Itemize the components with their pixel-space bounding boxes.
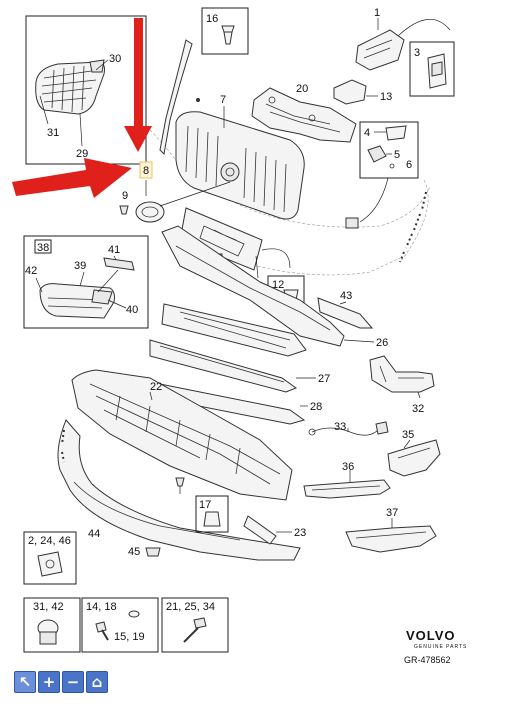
callout-4: 4: [364, 127, 370, 139]
callout-37: 37: [386, 507, 398, 519]
callout-3: 3: [414, 47, 420, 59]
callout-8: 8: [143, 165, 149, 177]
callout-38: 38: [37, 242, 49, 254]
callout-36: 36: [342, 461, 354, 473]
red-arrow-vertical: [124, 18, 152, 152]
callout-27: 27: [318, 373, 330, 385]
callout-13: 13: [380, 91, 392, 103]
callout-23: 23: [294, 527, 306, 539]
sensor-bracket-1: [355, 18, 451, 71]
callout-16: 16: [206, 13, 218, 25]
plus-icon: +: [42, 672, 56, 691]
reinforcement-20: [251, 87, 357, 143]
callout-43: 43: [340, 290, 352, 302]
fog-grille-39: [35, 255, 135, 319]
minus-icon: −: [66, 672, 80, 691]
deflector-lower: [127, 303, 307, 425]
callout-32: 32: [412, 403, 424, 415]
callout-30: 30: [109, 53, 121, 65]
brand-subtitle: GENUINE PARTS: [414, 644, 467, 650]
screw-21-25-34: [183, 617, 207, 643]
zoom-out-button[interactable]: −: [62, 671, 84, 693]
bracket-13: [333, 79, 378, 105]
callout-5: 5: [394, 149, 400, 161]
callout-41: 41: [108, 244, 120, 256]
callout-7: 7: [220, 94, 226, 106]
red-arrow-diagonal: [12, 158, 132, 198]
clip-16: [221, 25, 235, 45]
callout-9: 9: [122, 190, 128, 202]
callout-40: 40: [126, 304, 138, 316]
cursor-icon: ↖: [18, 672, 32, 691]
clip-17: [203, 511, 221, 527]
callout-35: 35: [402, 429, 414, 441]
volvo-logo-text: VOLVO: [406, 628, 456, 643]
callout-12: 12: [272, 279, 284, 291]
pointer-tool-button[interactable]: ↖: [14, 671, 36, 693]
callout-33: 33: [334, 421, 346, 433]
skid-plate-22: [71, 369, 293, 501]
callout-20: 20: [296, 83, 308, 95]
callout-1: 1: [374, 7, 380, 19]
fog-light-35: [387, 439, 441, 477]
harness-33: [308, 421, 389, 436]
strip-43: [317, 297, 374, 329]
strip-23: [243, 515, 292, 545]
callout-39: 39: [74, 260, 86, 272]
trim-36: [303, 470, 391, 499]
callout-26: 26: [376, 337, 388, 349]
emblem-9: [135, 201, 165, 223]
callout-2-24-46: 2, 24, 46: [28, 535, 71, 547]
callout-17: 17: [199, 499, 211, 511]
callout-45: 45: [128, 546, 140, 558]
callout-21-25-34: 21, 25, 34: [166, 601, 215, 613]
bolt-14-18: [95, 610, 140, 641]
callout-22: 22: [150, 381, 162, 393]
upper-bracket: [161, 225, 345, 347]
sensor-4-5-6: [367, 125, 407, 169]
nut-2-24-46: [37, 551, 63, 577]
trim-37: [345, 518, 437, 553]
license-plate-holder-10: [179, 207, 263, 279]
sensor-31-42: [37, 619, 59, 645]
bumper-cover-44: [57, 419, 301, 561]
callout-31: 31: [47, 127, 59, 139]
zoom-toolbar: ↖ + − ⌂: [14, 671, 108, 693]
clip-45: [145, 547, 161, 557]
zoom-in-button[interactable]: +: [38, 671, 60, 693]
callout-6: 6: [406, 159, 412, 171]
grille-7: [175, 106, 305, 220]
diagram-code: GR-478562: [404, 655, 451, 665]
inset-grille-29: [25, 15, 147, 165]
callout-15-19: 15, 19: [114, 631, 145, 643]
home-icon: ⌂: [91, 672, 103, 691]
home-button[interactable]: ⌂: [86, 671, 108, 693]
callout-14-18: 14, 18: [86, 601, 117, 613]
callout-29: 29: [76, 148, 88, 160]
callout-42: 42: [25, 265, 37, 277]
bracket-3: [427, 53, 447, 89]
callout-31-42: 31, 42: [33, 601, 64, 613]
callout-28: 28: [310, 401, 322, 413]
bracket-32: [369, 355, 435, 399]
callout-44: 44: [88, 528, 100, 540]
